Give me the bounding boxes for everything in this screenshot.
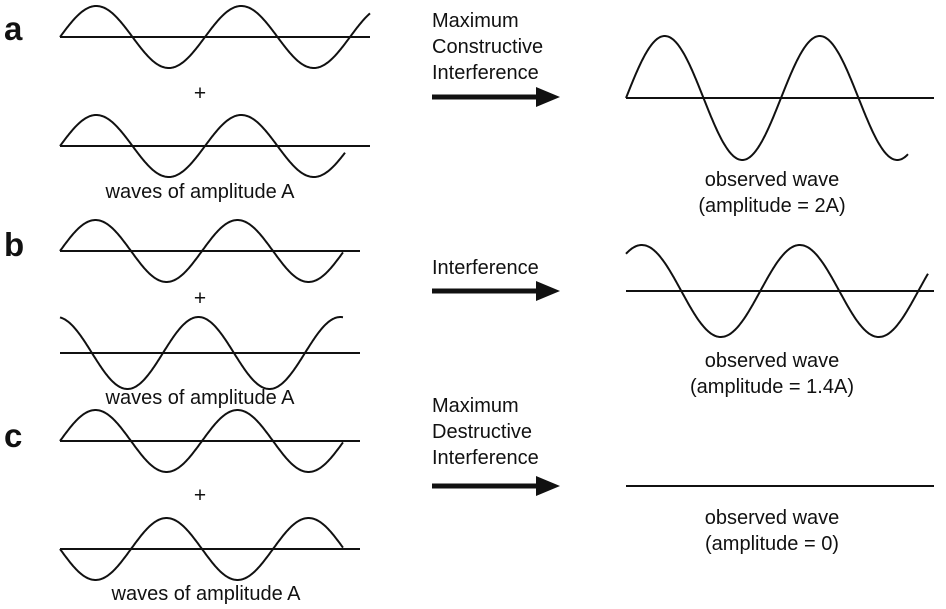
panel-b-arrow-icon xyxy=(432,281,560,301)
panel-c-process-line-1: Maximum xyxy=(432,395,519,417)
panel-a-process-line-1: Maximum xyxy=(432,10,519,32)
panel-b-input-wave-2 xyxy=(59,316,344,390)
panel-letter-c: c xyxy=(4,417,22,454)
panel-b-observed-wave xyxy=(625,244,929,338)
panel-a-observed-wave xyxy=(625,35,909,161)
panel-b-result-caption-1: observed wave xyxy=(705,350,840,372)
panel-b-input-wave-1 xyxy=(59,219,344,283)
panel-b-input-caption: waves of amplitude A xyxy=(105,387,296,409)
panel-a-input-wave-1 xyxy=(59,5,371,69)
panel-c-result-caption-1: observed wave xyxy=(705,507,840,529)
panel-letter-a: a xyxy=(4,10,23,47)
panel-c-input-wave-1 xyxy=(59,409,344,473)
panel-c-input-wave-2 xyxy=(59,517,344,581)
panel-a-process-line-2: Constructive xyxy=(432,36,543,58)
panel-a-plus-sign: + xyxy=(194,82,206,105)
panel-c-process-line-3: Interference xyxy=(432,447,539,469)
panel-letter-b: b xyxy=(4,226,24,263)
panel-a-input-caption: waves of amplitude A xyxy=(105,181,296,203)
panel-a-input-wave-2 xyxy=(59,114,346,178)
panel-a-result-caption-1: observed wave xyxy=(705,169,840,191)
panel-c-plus-sign: + xyxy=(194,484,206,507)
panel-c-input-caption: waves of amplitude A xyxy=(111,583,302,605)
panel-c: c + waves of amplitude A Maximum Destruc… xyxy=(4,395,934,605)
panel-b-process-line-1: Interference xyxy=(432,257,539,279)
panel-b-plus-sign: + xyxy=(194,287,206,310)
panel-a-process-line-3: Interference xyxy=(432,62,539,84)
panel-c-arrow-icon xyxy=(432,476,560,496)
panel-a-arrow-icon xyxy=(432,87,560,107)
panel-a: a + waves of amplitude A Maximum Constru… xyxy=(4,5,934,217)
panel-c-process-line-2: Destructive xyxy=(432,421,532,443)
panel-c-result-caption-2: (amplitude = 0) xyxy=(705,533,839,555)
panel-b-result-caption-2: (amplitude = 1.4A) xyxy=(690,376,854,398)
panel-a-result-caption-2: (amplitude = 2A) xyxy=(698,195,845,217)
panel-b: b + waves of amplitude A Interference ob… xyxy=(4,219,934,409)
